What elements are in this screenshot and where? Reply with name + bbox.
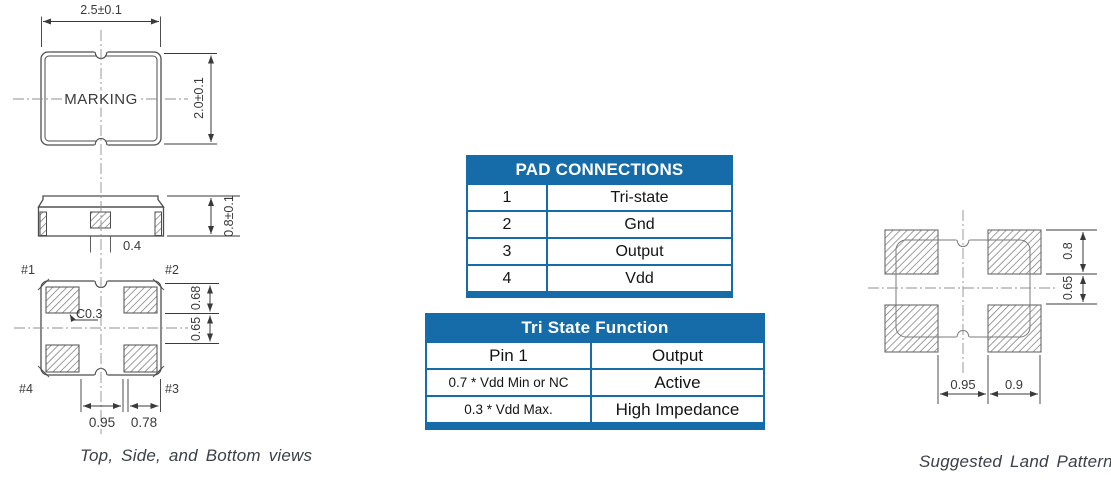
pad-label-4: #4 — [19, 382, 33, 396]
pad-number: 1 — [468, 185, 548, 210]
dim-top-height: 2.0±0.1 — [192, 77, 206, 119]
tri-state-output: High Impedance — [615, 400, 740, 419]
land-pattern-drawing: 0.8 0.65 0.95 0.9 — [868, 210, 1097, 404]
pad-label-1: #1 — [21, 263, 35, 277]
bottom-pad-2 — [123, 286, 158, 314]
table-bottom-bar — [468, 291, 731, 296]
land-pads — [884, 229, 1042, 353]
dim-top-width: 2.5±0.1 — [80, 3, 122, 17]
tri-state-row: Pin 1 Output — [427, 341, 763, 368]
land-pad-2 — [987, 229, 1042, 275]
land-pad-4 — [884, 304, 939, 353]
pad-number: 4 — [468, 266, 548, 291]
pad-number: 3 — [468, 239, 548, 264]
pad-number: 2 — [468, 212, 548, 237]
dim-bottom-right: 0.78 — [131, 415, 157, 430]
land-pattern-caption: Suggested Land Pattern — [919, 452, 1111, 471]
pad-connections-row: 1 Tri-state — [468, 183, 731, 210]
pad-function: Vdd — [625, 270, 654, 287]
bottom-view-bottom-dimensions — [80, 379, 161, 412]
land-right-dimensions — [1046, 229, 1097, 305]
pad-function: Gnd — [624, 216, 655, 233]
tri-state-pin: Pin 1 — [427, 343, 592, 368]
side-view-dimensions — [167, 195, 240, 237]
dim-land-pad-width: 0.9 — [1005, 377, 1023, 392]
land-pad-1 — [884, 229, 939, 275]
bottom-pad-3 — [123, 344, 158, 373]
land-pad-3 — [987, 304, 1042, 353]
pad-label-2: #2 — [165, 263, 179, 277]
dim-bottom-left: 0.95 — [89, 415, 115, 430]
tri-state-output: Output — [651, 346, 704, 365]
tri-state-function-table: Tri State Function Pin 1 Output 0.7 * Vd… — [425, 313, 765, 430]
pad-connections-table: PAD CONNECTIONS 1 Tri-state 2 Gnd 3 Outp… — [466, 155, 733, 298]
tri-state-pin: 0.3 * Vdd Max. — [427, 397, 592, 422]
pad-label-3: #3 — [165, 382, 179, 396]
pad-function: Output — [615, 243, 664, 260]
tri-state-row: 0.3 * Vdd Max. High Impedance — [427, 395, 763, 422]
top-view-dimensions — [41, 16, 217, 145]
land-center-lines — [868, 210, 1058, 375]
marking-text: MARKING — [64, 91, 138, 108]
bottom-view — [37, 274, 165, 382]
dim-pad-gap: 0.65 — [189, 317, 203, 341]
tri-state-title: Tri State Function — [427, 315, 763, 341]
dim-edge-to-pad: 0.68 — [189, 286, 203, 310]
pad-function: Tri-state — [610, 189, 669, 206]
marking-mask — [64, 90, 138, 108]
dim-land-pad-height: 0.8 — [1061, 242, 1075, 259]
pad-connections-title: PAD CONNECTIONS — [468, 157, 731, 183]
package-outline-overlay — [895, 233, 1031, 344]
tri-state-row: 0.7 * Vdd Min or NC Active — [427, 368, 763, 395]
bottom-pad-4 — [45, 344, 80, 373]
bottom-view-right-dimensions — [165, 283, 219, 344]
views-caption: Top, Side, and Bottom views — [80, 446, 313, 465]
pad-connections-row: 2 Gnd — [468, 210, 731, 237]
package-views-drawing: MARKING 2.5±0.1 2.0±0.1 0.8±0.1 0.4 #1 #… — [13, 3, 240, 434]
table-bottom-bar — [427, 422, 763, 428]
chamfer-note: C0.3 — [76, 307, 102, 321]
dim-side-center: 0.4 — [123, 238, 141, 253]
pad-connections-row: 4 Vdd — [468, 264, 731, 291]
bottom-pad-1 — [45, 286, 80, 314]
dim-land-vertical-gap: 0.65 — [1061, 276, 1075, 300]
land-bottom-dimensions — [937, 355, 1041, 404]
pad-connections-row: 3 Output — [468, 237, 731, 264]
tri-state-output: Active — [654, 373, 701, 392]
dim-side-height: 0.8±0.1 — [222, 195, 236, 237]
chamfer-callout — [69, 314, 98, 323]
dim-land-horizontal-gap: 0.95 — [950, 377, 975, 392]
tri-state-pin: 0.7 * Vdd Min or NC — [427, 370, 592, 395]
